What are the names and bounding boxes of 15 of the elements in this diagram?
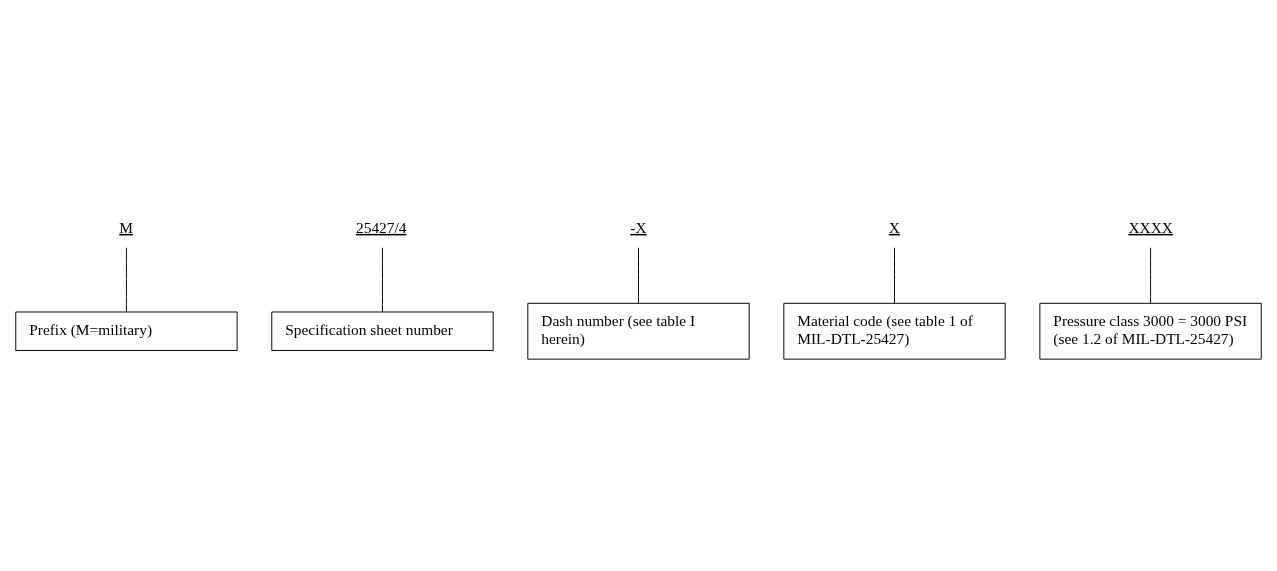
connector <box>638 246 639 304</box>
connector <box>894 246 895 304</box>
node-box: Dash number (see table I herein) <box>527 302 750 360</box>
node-text: 25427/4 <box>356 218 407 236</box>
node-text: M <box>119 218 133 236</box>
node-box: Material code (see table 1 of MIL-DTL-25427) <box>783 302 1006 360</box>
node-text: X <box>888 218 900 236</box>
connector <box>125 246 127 312</box>
connector <box>382 246 383 312</box>
node-box: Pressure class 3000 = 3000 PSI (see 1.2 of MIL-DTL-25427) <box>1039 302 1262 360</box>
node-text: -X <box>630 218 647 236</box>
node-box: Prefix (M=military) <box>15 311 238 351</box>
node-box: Specification sheet number <box>271 311 494 351</box>
node-text: XXXX <box>1128 218 1173 236</box>
connector <box>1150 246 1152 304</box>
